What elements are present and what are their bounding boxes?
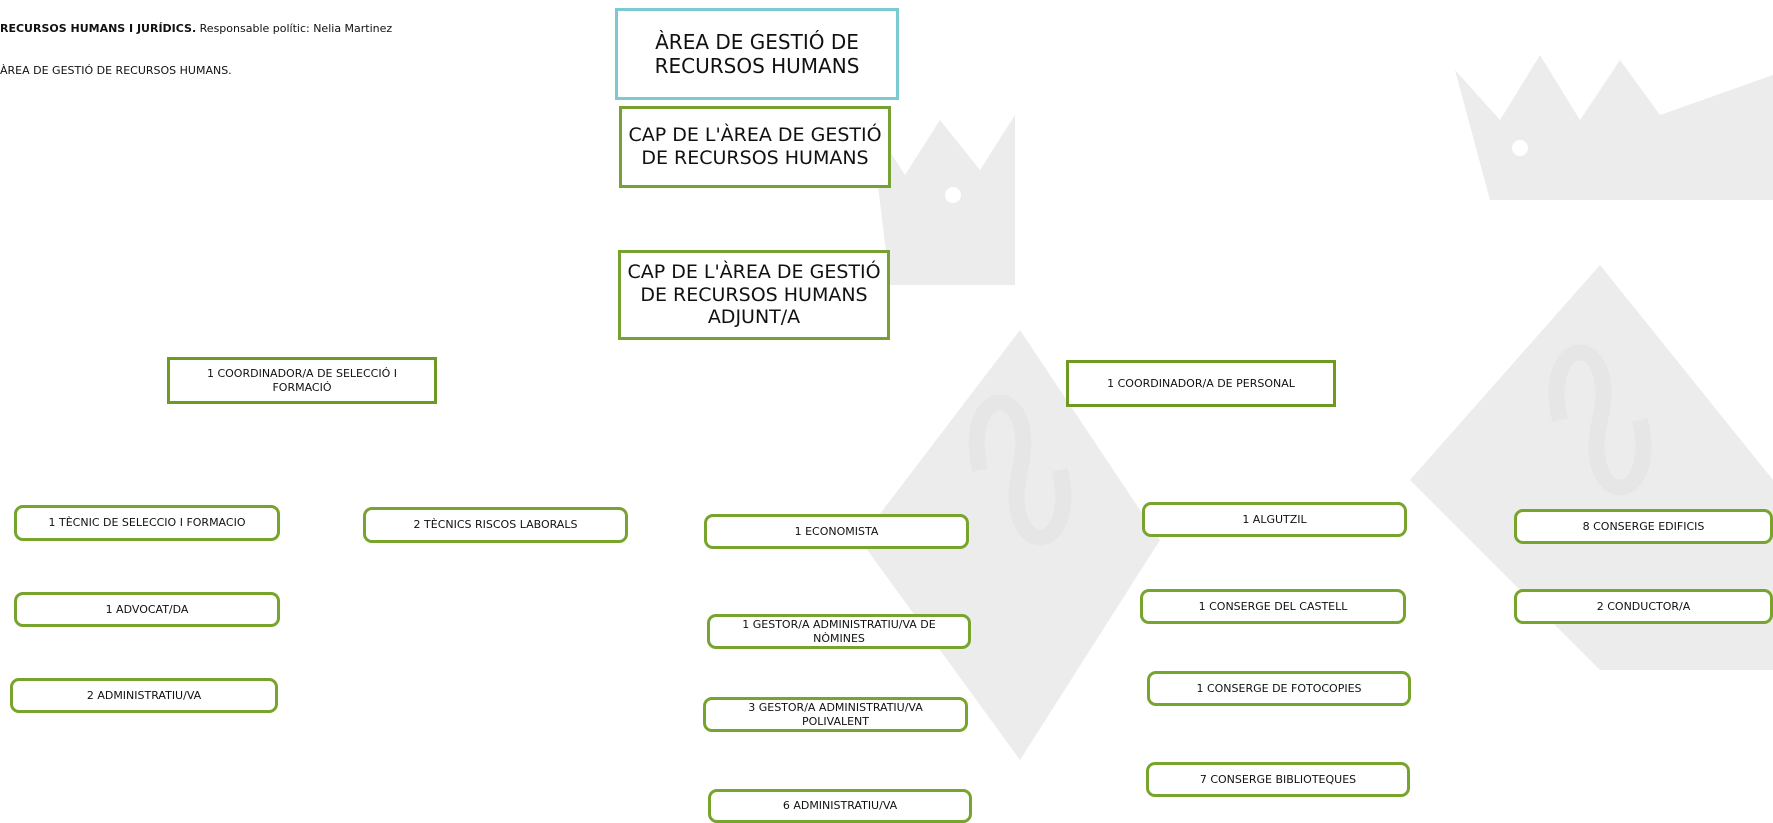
position-conserge-biblioteques: 7 CONSERGE BIBLIOTEQUES bbox=[1146, 762, 1410, 797]
position-conserge-fotocopies: 1 CONSERGE DE FOTOCOPIES bbox=[1147, 671, 1411, 706]
coordinator-personnel-box: 1 COORDINADOR/A DE PERSONAL bbox=[1066, 360, 1336, 407]
position-conductor: 2 CONDUCTOR/A bbox=[1514, 589, 1773, 624]
position-gestor-polivalent: 3 GESTOR/A ADMINISTRATIU/VA POLIVALENT bbox=[703, 697, 968, 732]
position-algutzil: 1 ALGUTZIL bbox=[1142, 502, 1407, 537]
header-responsible: Responsable polític: Nelia Martinez bbox=[199, 22, 393, 35]
area-head-box: CAP DE L'ÀREA DE GESTIÓ DE RECURSOS HUMA… bbox=[619, 106, 891, 188]
position-tecnic-seleccio: 1 TÈCNIC DE SELECCIO I FORMACIO bbox=[14, 505, 280, 541]
header-line-2: ÀREA DE GESTIÓ DE RECURSOS HUMANS. bbox=[0, 64, 232, 77]
position-administratiu-6: 6 ADMINISTRATIU/VA bbox=[708, 789, 972, 823]
position-advocat: 1 ADVOCAT/DA bbox=[14, 592, 280, 627]
position-economista: 1 ECONOMISTA bbox=[704, 514, 969, 549]
area-title-box: ÀREA DE GESTIÓ DE RECURSOS HUMANS bbox=[615, 8, 899, 100]
position-administratiu-2: 2 ADMINISTRATIU/VA bbox=[10, 678, 278, 713]
area-deputy-box: CAP DE L'ÀREA DE GESTIÓ DE RECURSOS HUMA… bbox=[618, 250, 890, 340]
coordinator-selection-box: 1 COORDINADOR/A DE SELECCIÓ I FORMACIÓ bbox=[167, 357, 437, 404]
position-gestor-nomines: 1 GESTOR/A ADMINISTRATIU/VA DE NÒMINES bbox=[707, 614, 971, 649]
header-line-1: RECURSOS HUMANS I JURÍDICS. Responsable … bbox=[0, 22, 392, 35]
position-conserge-castell: 1 CONSERGE DEL CASTELL bbox=[1140, 589, 1406, 624]
position-conserge-edificis: 8 CONSERGE EDIFICIS bbox=[1514, 509, 1773, 544]
position-tecnics-riscos: 2 TÈCNICS RISCOS LABORALS bbox=[363, 507, 628, 543]
header-department: RECURSOS HUMANS I JURÍDICS. bbox=[0, 22, 197, 35]
